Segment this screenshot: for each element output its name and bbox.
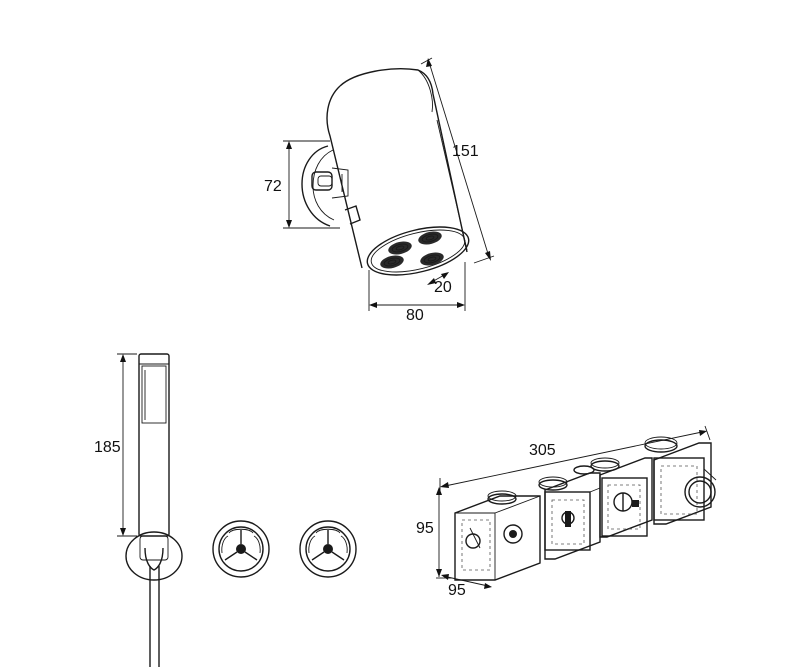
dimension-label: 72: [264, 178, 282, 195]
mixing-body: 305 95 95: [416, 425, 717, 599]
dimension-diameter: 80: [368, 262, 466, 324]
nozzle: [380, 255, 404, 269]
hand-shower-spray-face: [141, 365, 167, 424]
dimension-mount-height: 72: [264, 140, 340, 229]
dimension-label: 95: [416, 520, 434, 537]
dimension-length: 305: [439, 425, 711, 492]
dimension-label: 20: [434, 279, 452, 296]
dimension-nozzle: 20: [427, 272, 452, 296]
mixing-body-box: [644, 436, 717, 525]
dimension-length: 151: [420, 57, 495, 264]
hand-shower-handle: [138, 353, 170, 537]
nozzle: [418, 231, 442, 245]
mixing-body-box: [538, 472, 601, 560]
dimension-label: 305: [529, 442, 556, 459]
mixing-body-box: [454, 490, 541, 581]
dimension-label: 185: [94, 439, 121, 456]
dimension-label: 95: [448, 582, 466, 599]
mixing-body-box: [573, 457, 653, 538]
dimension-height: 95: [416, 487, 452, 579]
hand-shower: 185: [94, 353, 183, 667]
shower-head-body: [326, 68, 470, 276]
dimension-height: 185: [94, 353, 137, 537]
wall-bracket: [301, 145, 361, 227]
handle-knob-left: [212, 520, 270, 578]
dimension-label: 151: [452, 143, 479, 160]
dimension-label: 80: [406, 307, 424, 324]
handle-knob-right: [299, 520, 357, 578]
hand-shower-holder: [125, 531, 183, 581]
shower-head: 72 151 80 20: [264, 57, 495, 324]
nozzle: [388, 241, 412, 255]
nozzle: [420, 252, 444, 266]
dimension-depth: 95: [441, 574, 492, 599]
